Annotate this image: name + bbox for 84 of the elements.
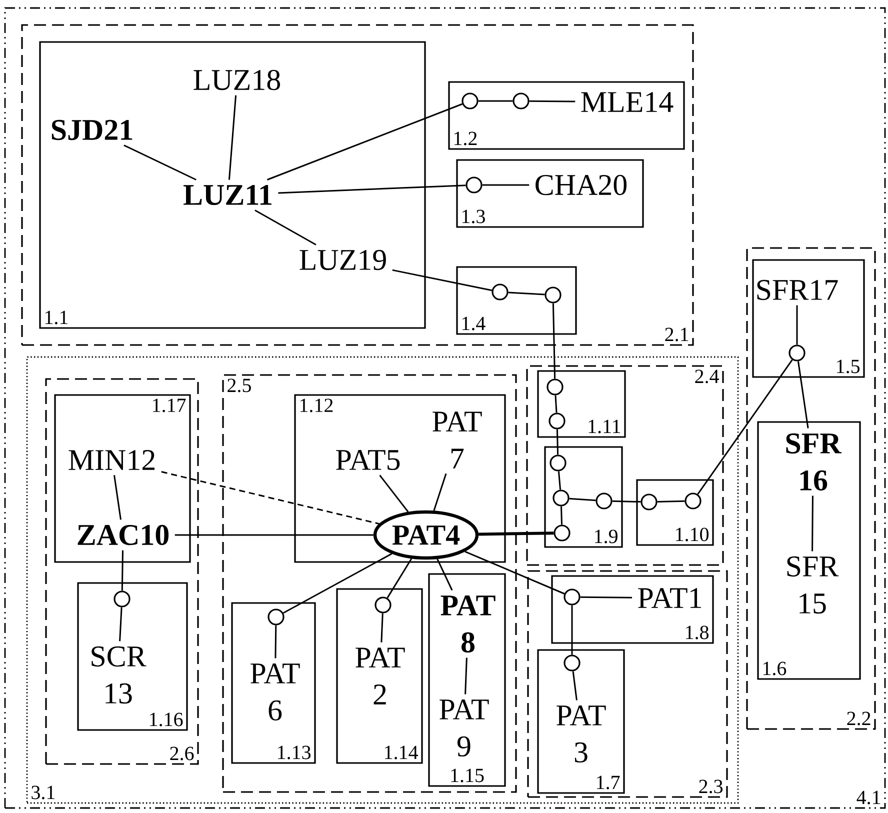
junction-circle [640, 494, 658, 510]
connector-line [379, 474, 409, 512]
group-box: 1.11 [537, 370, 626, 438]
connector-line [436, 558, 453, 591]
connector-line [113, 475, 122, 520]
junction-circle [544, 286, 562, 304]
connector-line [464, 658, 468, 694]
text-label: PAT 2 [356, 648, 405, 704]
connector-line [392, 269, 492, 292]
connector-line [569, 498, 596, 502]
text-label: PAT 8 [440, 595, 496, 653]
connector-line [478, 532, 554, 536]
connector-line [572, 671, 578, 700]
connector-line [697, 359, 793, 495]
junction-circle [546, 378, 564, 396]
connector-line [282, 553, 392, 614]
text-label: PAT5 [336, 450, 400, 470]
connector-line [482, 184, 530, 186]
text-label: LUZ19 [300, 250, 386, 270]
connector-line [433, 473, 447, 511]
connector-line [278, 184, 466, 194]
connector-line [228, 95, 237, 180]
connector-line [161, 471, 380, 525]
connector-line [571, 605, 573, 655]
text-label: PAT 7 [432, 412, 482, 468]
group-box: 1.10 [636, 479, 714, 546]
connector-line [560, 506, 563, 525]
connector-line [478, 100, 513, 102]
text-label: PAT1 [638, 588, 702, 608]
text-label: MLE14 [581, 92, 674, 112]
text-label: MIN12 [68, 450, 154, 470]
text-label: SCR 13 [92, 646, 146, 704]
junction-circle [548, 412, 566, 430]
connector-line [657, 500, 685, 503]
junction-circle [554, 524, 570, 542]
text-label: PAT 3 [556, 705, 606, 763]
junction-circle [512, 92, 530, 110]
connector-line [464, 550, 565, 594]
connector-line [254, 210, 316, 246]
junction-circle [788, 344, 806, 362]
text-label: SFR 16 [786, 433, 842, 491]
text-label: LUZ11 [184, 184, 272, 206]
connector-line [380, 613, 384, 642]
connector-line [558, 471, 562, 490]
text-label: PAT 9 [440, 699, 489, 757]
junction-circle [374, 596, 392, 614]
junction-circle [684, 492, 702, 510]
connector-line [612, 500, 641, 503]
text-label: SFR17 [757, 280, 838, 300]
connector-line [124, 144, 196, 180]
connector-line [580, 596, 632, 598]
connector-line [552, 303, 556, 379]
junction-circle [462, 92, 478, 110]
connector-line [797, 361, 809, 428]
ellipse-node: PAT4 [373, 510, 479, 560]
text-label: CHA20 [536, 174, 627, 196]
text-label: LUZ18 [194, 70, 280, 90]
connector-line [529, 100, 576, 102]
connector-line [274, 625, 277, 658]
text-label: PAT 6 [250, 663, 300, 721]
text-label: SJD21 [52, 120, 132, 140]
connector-line [119, 607, 122, 642]
junction-circle [466, 176, 482, 194]
group-box: 1.9 [544, 446, 623, 548]
connector-line [386, 558, 412, 598]
text-label: SFR 15 [787, 556, 839, 614]
connector-line [174, 534, 374, 536]
connector-line [508, 292, 545, 296]
connector-line [554, 395, 558, 413]
junction-circle [564, 588, 580, 606]
junction-circle [114, 590, 130, 608]
junction-circle [564, 654, 580, 672]
junction-circle [550, 454, 566, 472]
group-box: 1.4 [456, 266, 577, 335]
junction-circle [492, 284, 508, 300]
junction-circle [552, 490, 570, 506]
text-label: ZAC10 [78, 524, 169, 546]
connector-line [121, 550, 124, 591]
connector-line [796, 305, 798, 345]
connector-line [812, 496, 814, 552]
connector-line [556, 429, 559, 455]
junction-circle [596, 492, 612, 510]
junction-circle [268, 608, 284, 626]
connector-line [266, 103, 463, 180]
